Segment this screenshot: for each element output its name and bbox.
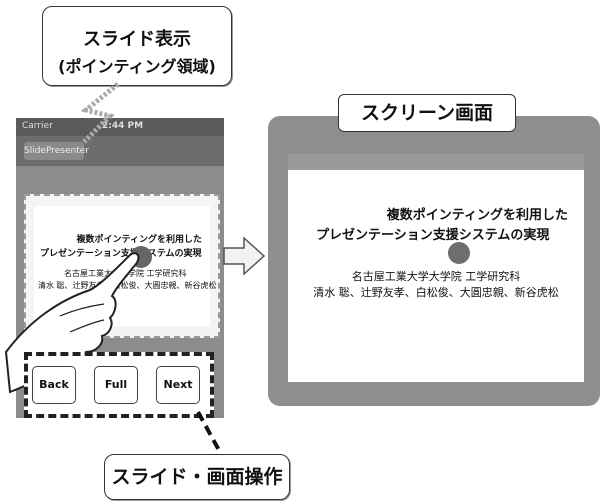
screen-slide-title-line2: プレゼンテーション支援システムの実現 <box>316 228 550 243</box>
right-arrow-icon <box>223 236 266 276</box>
status-bar: Carrier 2:44 PM <box>16 118 224 136</box>
slide-control-buttons: Back Full Next <box>24 352 214 418</box>
full-button[interactable]: Full <box>94 366 138 404</box>
screen-pointer-dot <box>448 242 470 264</box>
screen-label: スクリーン画面 <box>338 94 516 132</box>
status-time: 2:44 PM <box>102 121 144 131</box>
phone-slide-title-line1: 複数ポインティングを利用した <box>76 235 202 245</box>
slide-display-callout: スライド表示 (ポインティング領域) <box>42 6 232 86</box>
callout-subtitle: (ポインティング領域) <box>58 57 216 76</box>
phone-slide-authors: 清水 聡、辻野友孝、白松俊、大圓忠親、新谷虎松 <box>38 281 217 290</box>
nav-title-button[interactable]: SlidePresenter <box>24 142 89 160</box>
next-button[interactable]: Next <box>156 366 200 404</box>
back-button[interactable]: Back <box>32 366 76 404</box>
screen-slide-title-line1: 複数ポインティングを利用した <box>386 208 568 223</box>
screen-slide-authors: 清水 聡、辻野友孝、白松俊、大圓忠親、新谷虎松 <box>313 286 559 299</box>
screen-slide-affiliation: 名古屋工業大学大学院 工学研究科 <box>351 270 521 283</box>
callout-title: スライド表示 <box>83 29 191 50</box>
carrier-label: Carrier <box>22 121 53 131</box>
slide-operation-callout: スライド・画面操作 <box>104 454 290 500</box>
nav-bar: SlidePresenter <box>16 136 224 166</box>
screen-slide: 複数ポインティングを利用した プレゼンテーション支援システムの実現 名古屋工業大… <box>288 154 584 382</box>
screen-slide-header-band <box>288 154 584 170</box>
phone-slide-title-line2: プレゼンテーション支援システムの実現 <box>40 249 202 259</box>
